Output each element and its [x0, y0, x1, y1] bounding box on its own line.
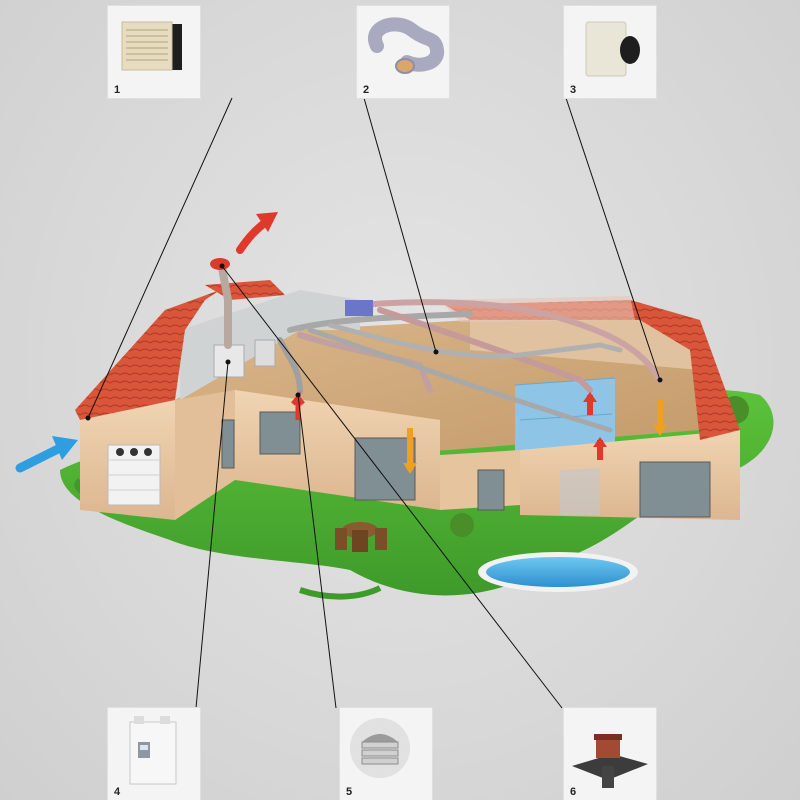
ceiling-extract-vent-icon: [585, 21, 640, 77]
air-intake-arrow: [15, 436, 78, 473]
internal-airflow: [291, 391, 667, 474]
left-roof: [75, 290, 220, 420]
windows: [221, 411, 711, 518]
component-6-thumbnail: 6: [564, 708, 656, 800]
ducts: [218, 264, 663, 433]
leader-lines: [87, 97, 661, 709]
component-number: 6: [570, 786, 577, 798]
component-number: 5: [346, 786, 353, 798]
roof-terminal-icon: [572, 734, 648, 788]
flexible-insulated-duct-icon: [368, 17, 444, 74]
roof-outlet-cap-icon: [350, 718, 410, 778]
component-number: 2: [363, 84, 370, 96]
garage-side-wall: [175, 390, 235, 520]
garden-furniture: [335, 522, 387, 552]
component-number: 3: [570, 84, 577, 96]
exhaust-air-arrow: [236, 212, 278, 254]
leader-endpoints: [85, 263, 663, 421]
right-roof: [445, 300, 740, 440]
component-number: 1: [114, 84, 121, 96]
component-2-thumbnail: 2: [357, 6, 449, 98]
component-5-thumbnail: 5: [340, 708, 432, 800]
component-4-thumbnail: 4: [108, 708, 200, 800]
component-number: 4: [114, 786, 121, 798]
roof-outlet: [210, 258, 230, 270]
wall-air-inlet-grille-icon: [121, 21, 182, 71]
distribution-box: [345, 300, 373, 316]
component-1-thumbnail: 1: [108, 6, 200, 98]
component-3-thumbnail: 3: [564, 6, 656, 98]
heat-recovery-ventilation-unit-icon: [129, 716, 177, 785]
